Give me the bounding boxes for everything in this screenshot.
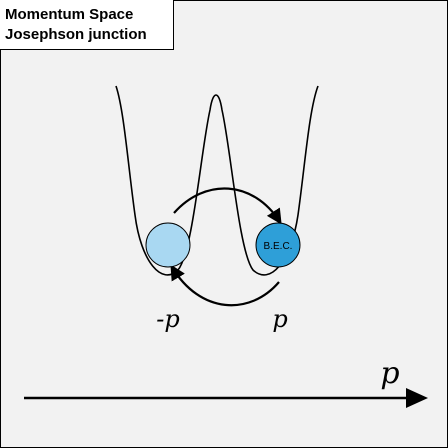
well-label-minus-p: -p (156, 305, 179, 333)
momentum-axis-arrowhead (406, 388, 428, 408)
double-well-potential-curve (115, 85, 319, 276)
tunneling-arrow-bottom (170, 264, 280, 307)
well-label-p: p (272, 305, 287, 333)
bec-label: B.E.C. (264, 241, 293, 252)
tunneling-arrow-top (173, 187, 282, 225)
momentum-axis-label: p (380, 356, 399, 391)
title-line-1: Momentum Space (5, 6, 134, 23)
title-line-2: Josephson junction (5, 26, 147, 43)
title-box: Momentum Space Josephson junction (0, 0, 174, 50)
condensate-right-circle (255, 222, 301, 268)
condensate-left-circle (145, 222, 191, 268)
